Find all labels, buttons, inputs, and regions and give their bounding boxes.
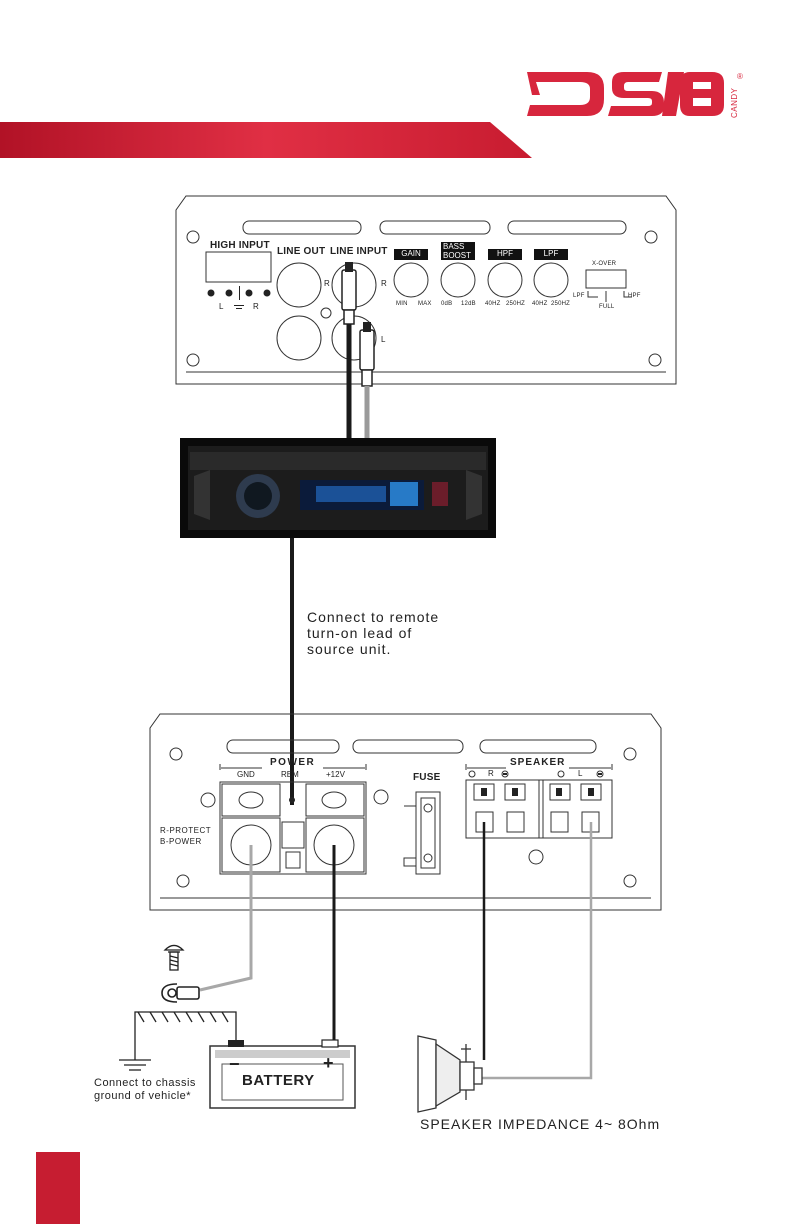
vent-slot (242, 220, 362, 235)
fuse-label: FUSE (413, 772, 441, 783)
gain-knob (393, 262, 429, 298)
rem-label: REM (281, 770, 299, 779)
chassis-ground-icon (119, 1011, 237, 1071)
bass-boost-line1: BASS (443, 242, 465, 251)
remote-turn-on-note: Connect to remote turn-on lead of source… (307, 609, 439, 657)
vent-slot (379, 220, 491, 235)
mount-hole (644, 230, 658, 244)
ground-note-line-1: Connect to chassis (94, 1077, 196, 1089)
head-unit (180, 438, 496, 538)
gain-max-label: MAX (418, 301, 432, 307)
high-input-l-label: L (219, 302, 224, 311)
hpf-knob (487, 262, 523, 298)
mount-hole (648, 353, 662, 367)
line-input-label: LINE INPUT (330, 246, 388, 257)
xover-switch (585, 269, 627, 289)
high-input-terminals (207, 286, 271, 309)
xover-label: X-OVER (592, 261, 617, 267)
note-line-3: source unit. (307, 641, 392, 657)
speaker-impedance-label: SPEAKER IMPEDANCE 4~ 8Ohm (420, 1116, 661, 1132)
battery-icon (209, 1039, 356, 1109)
r-protect-label: R-PROTECT (160, 826, 212, 835)
battery-label: BATTERY (242, 1072, 315, 1089)
ground-screw-icon (163, 944, 185, 971)
mount-hole (186, 230, 200, 244)
ground-note-line-2: ground of vehicle* (94, 1090, 192, 1102)
high-input-label: HIGH INPUT (210, 240, 270, 251)
battery-plus-label: + (323, 1053, 334, 1073)
note-line-2: turn-on lead of (307, 625, 413, 641)
ground-wire (199, 845, 253, 992)
gnd-label: GND (237, 770, 255, 779)
amp-bottom-panel (149, 713, 662, 911)
bass-max-label: 12dB (461, 301, 476, 307)
amp-top-panel (175, 195, 677, 385)
hpf-label: HPF (488, 249, 522, 260)
xover-hpf-label: HPF (628, 293, 641, 299)
xover-full-label: FULL (599, 304, 615, 310)
speaker-wire-minus (476, 822, 593, 1080)
gain-label: GAIN (394, 249, 428, 260)
lpf-max-label: 250HZ (551, 301, 571, 307)
xover-line (587, 291, 598, 298)
note-line-1: Connect to remote (307, 609, 440, 625)
line-out-label: LINE OUT (277, 246, 326, 257)
power-label: POWER (270, 757, 316, 768)
page-tab (36, 1152, 80, 1224)
header-banner: ® CANDY (0, 72, 743, 158)
chassis-ground-note: Connect to chassis ground of vehicle* (94, 1077, 196, 1103)
speaker-icon (417, 1035, 483, 1113)
registered-mark: ® (737, 72, 743, 81)
line-input-r-label: R (381, 279, 387, 288)
lpf-label: LPF (534, 249, 568, 260)
terminal-marks (289, 773, 602, 803)
screw-hole (320, 307, 332, 319)
high-input-r-label: R (253, 302, 259, 311)
speaker-label: SPEAKER (510, 757, 566, 768)
plus12v-label: +12V (326, 770, 345, 779)
red-banner-bar (0, 122, 532, 158)
high-input-block (205, 251, 272, 283)
vent-slot (507, 220, 627, 235)
b-power-label: B-POWER (160, 837, 202, 846)
line-out-jack-2 (276, 315, 322, 361)
speaker-r-label: R (488, 769, 494, 778)
line-out-r-label: R (324, 279, 330, 288)
bass-boost-line2: BOOST (443, 251, 472, 260)
gain-min-label: MIN (396, 301, 408, 307)
line-out-jack (276, 262, 322, 308)
bass-min-label: 0dB (441, 301, 453, 307)
speaker-l-label: L (578, 769, 583, 778)
battery-minus-label: − (229, 1054, 240, 1074)
mount-hole (186, 353, 200, 367)
lpf-min-label: 40HZ (532, 301, 548, 307)
xover-lpf-label: LPF (573, 293, 585, 299)
bass-boost-knob (440, 262, 476, 298)
ring-terminal-icon (161, 983, 200, 1003)
candy-subtext: CANDY (730, 87, 739, 118)
line-input-l-label: L (381, 335, 386, 344)
ds18-logo (527, 72, 724, 116)
hpf-max-label: 250HZ (506, 301, 526, 307)
rca-plugs (341, 262, 375, 387)
lpf-knob (533, 262, 569, 298)
hpf-min-label: 40HZ (485, 301, 501, 307)
